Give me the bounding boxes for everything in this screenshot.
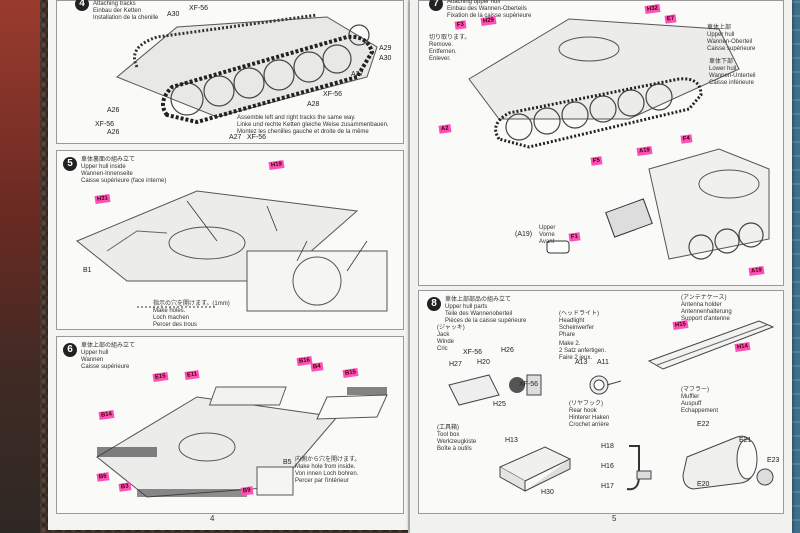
- part-label: A11: [597, 359, 609, 366]
- part-label: H17: [601, 483, 614, 490]
- step-6-caption: 車体上部の組み立て Upper hull Wannen Caisse supér…: [81, 343, 136, 370]
- part-label: XF-56: [247, 134, 267, 141]
- part-tag-b6: B6: [96, 472, 110, 482]
- page-number-left: 4: [210, 514, 215, 523]
- part-label: E20: [697, 481, 710, 488]
- step-5-note: 指示の穴を開けます。(1mm) Make holes. Loch machen …: [153, 301, 230, 328]
- part-tag-f4: F4: [680, 134, 693, 144]
- part-label: H27: [449, 361, 462, 368]
- part-label: A30: [167, 11, 180, 18]
- upper-hull-drawing: [96, 386, 388, 498]
- rear-hook-drawing: [626, 445, 652, 491]
- part-label: H20: [477, 359, 490, 366]
- upper-hull-label: 車体上部 Upper hull Wannen-Oberteil Caisse s…: [707, 25, 756, 52]
- headlight-note: Make 2. 2 Satz anfertigen. Faire 2 jeux.: [559, 341, 607, 361]
- step-5-panel: 5 車体裏面の組み立て Upper hull inside Wannen-Inn…: [56, 150, 404, 330]
- red-cloth: [0, 0, 40, 533]
- step-6-note: 内側から穴を開けます。 Make hole from inside. Von i…: [295, 457, 361, 484]
- part-label: A28: [307, 101, 320, 108]
- step-5-caption: 車体裏面の組み立て Upper hull inside Wannen-Innen…: [81, 157, 167, 184]
- step-8-number: 8: [427, 297, 441, 311]
- part-label: H25: [493, 401, 506, 408]
- muffler-label: (マフラー) Muffler Auspuff Echappement: [681, 387, 719, 414]
- part-label: A27: [229, 134, 242, 141]
- step-5-number: 5: [63, 157, 77, 171]
- part-label: E23: [767, 457, 780, 464]
- lower-hull-label: 車体下部 Lower hull Wannen-Unterteil Caisse …: [709, 59, 756, 86]
- callout-a19-sub: Upper Vorne Avant: [539, 225, 556, 245]
- part-label: H16: [601, 463, 614, 470]
- step-6-panel: 6 車体上部の組み立て Upper hull Wannen Caisse sup…: [56, 336, 404, 514]
- rear-hook-label: (リヤフック) Rear hook Hinterer Haken Crochet…: [569, 401, 610, 428]
- instruction-page-left: 4 Attaching tracks Einbau der Ketten Ins…: [48, 0, 410, 530]
- part-label: XF-56: [323, 91, 343, 98]
- part-tag-a2: A2: [438, 124, 452, 134]
- callout-a19: (A19): [515, 231, 533, 238]
- part-tag-f1: F1: [568, 232, 581, 242]
- step-4-note: Assemble left and right tracks the same …: [237, 115, 389, 135]
- antenna-label: (アンテナケース) Antenna holder Antennenhalteru…: [681, 295, 732, 322]
- part-label: XF-56: [463, 349, 483, 356]
- part-label: A26: [107, 107, 120, 114]
- instruction-page-right: 7 Attaching upper hull Einbau des Wannen…: [410, 0, 792, 533]
- part-tag-b3: B3: [118, 482, 132, 492]
- part-label: A30: [379, 55, 392, 62]
- step-7-number: 7: [429, 0, 443, 11]
- part-label-b5: B5: [283, 459, 292, 466]
- part-label: A27: [351, 71, 364, 78]
- headlight-drawing: [589, 375, 622, 395]
- tank-tracks-drawing: [116, 13, 378, 125]
- part-tag-b4: B4: [310, 362, 324, 372]
- remove-note: 切り取ります。 Remove. Entfernen. Enlever.: [429, 35, 471, 62]
- muffler-drawing: [682, 435, 774, 490]
- step-8-caption: 車体上部部品の組み立て Upper hull parts Teile des W…: [445, 297, 527, 324]
- part-tag-f3: F3: [454, 20, 467, 30]
- step-4-caption: Attaching tracks Einbau der Ketten Insta…: [93, 1, 159, 21]
- tank-hull-assembly-drawing: [468, 18, 770, 260]
- part-label: XF-56: [189, 5, 209, 12]
- part-label-b1: B1: [83, 267, 92, 274]
- antenna-holder-drawing: [647, 320, 775, 370]
- part-label: A13: [575, 359, 588, 366]
- part-tag-e7: E7: [664, 14, 677, 24]
- toolbox-drawing: [498, 446, 572, 492]
- part-label: H18: [601, 443, 614, 450]
- step-8-panel: 8 車体上部部品の組み立て Upper hull parts Teile des…: [418, 290, 784, 514]
- part-tag-f5: F5: [590, 156, 603, 166]
- part-label: XF-56: [95, 121, 115, 128]
- headlight-label: (ヘッドライト) Headlight Scheinwerfer Phare: [559, 311, 599, 338]
- part-label: A29: [379, 45, 392, 52]
- part-label: H30: [541, 489, 554, 496]
- step-7-panel: 7 Attaching upper hull Einbau des Wannen…: [418, 0, 784, 286]
- part-label: E22: [697, 421, 710, 428]
- part-label: XF-56: [519, 381, 539, 388]
- page-number-right: 5: [612, 514, 617, 523]
- jack-label: (ジャッキ) Jack Winde Cric: [437, 325, 465, 352]
- step-4-number: 4: [75, 0, 89, 11]
- part-label: A26: [107, 129, 120, 136]
- toolbox-label: (工具箱) Tool box Werkzeugkiste Boîte à out…: [437, 425, 477, 452]
- part-tag-b9: B9: [240, 486, 254, 496]
- part-label: H26: [501, 347, 514, 354]
- part-label: H13: [505, 437, 518, 444]
- upper-hull-inside-drawing: [76, 190, 388, 312]
- step-6-number: 6: [63, 343, 77, 357]
- part-tag-h19: H19: [268, 159, 285, 171]
- jack-drawing: [448, 374, 542, 406]
- part-label: E21: [739, 437, 752, 444]
- step-4-panel: 4 Attaching tracks Einbau der Ketten Ins…: [56, 0, 404, 144]
